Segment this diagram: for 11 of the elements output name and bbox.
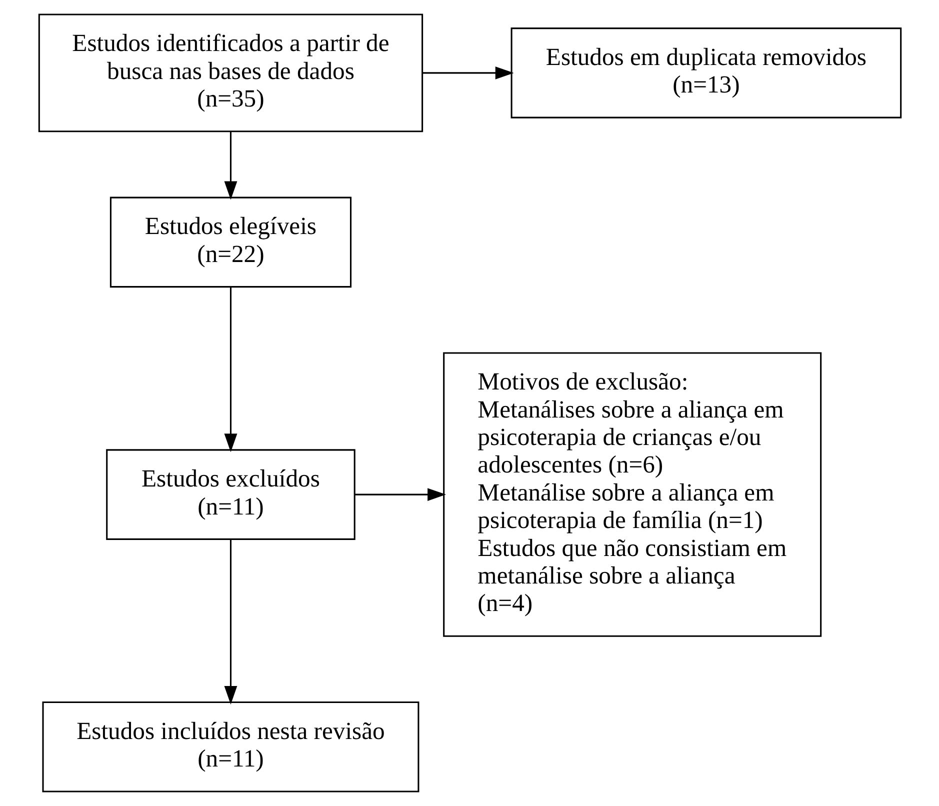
node-box: Estudos identificados a partir de busca nas bases de dados (n=35) (38, 14, 423, 132)
node-box: Estudos em duplicata removidos (n=13) (510, 28, 902, 118)
node-box: Estudos elegíveis (n=22) (109, 196, 352, 288)
arrow (224, 287, 237, 452)
arrow (354, 488, 446, 502)
arrow (422, 66, 514, 80)
arrow (224, 540, 237, 704)
arrow (224, 132, 237, 200)
node-box: Estudos excluídos (n=11) (106, 449, 355, 540)
node-box: Motivos de exclusão: Metanálises sobre a aliança em psicoterapia de crianças e/ou adolescentes (n=6) Metanálise sobre a aliança em psicoterapia de família (n=1) Estudos que não consistiam em metanálise sobre a aliança (n=4) (442, 352, 822, 637)
node-box: Estudos incluídos nesta revisão (n=11) (42, 702, 419, 792)
